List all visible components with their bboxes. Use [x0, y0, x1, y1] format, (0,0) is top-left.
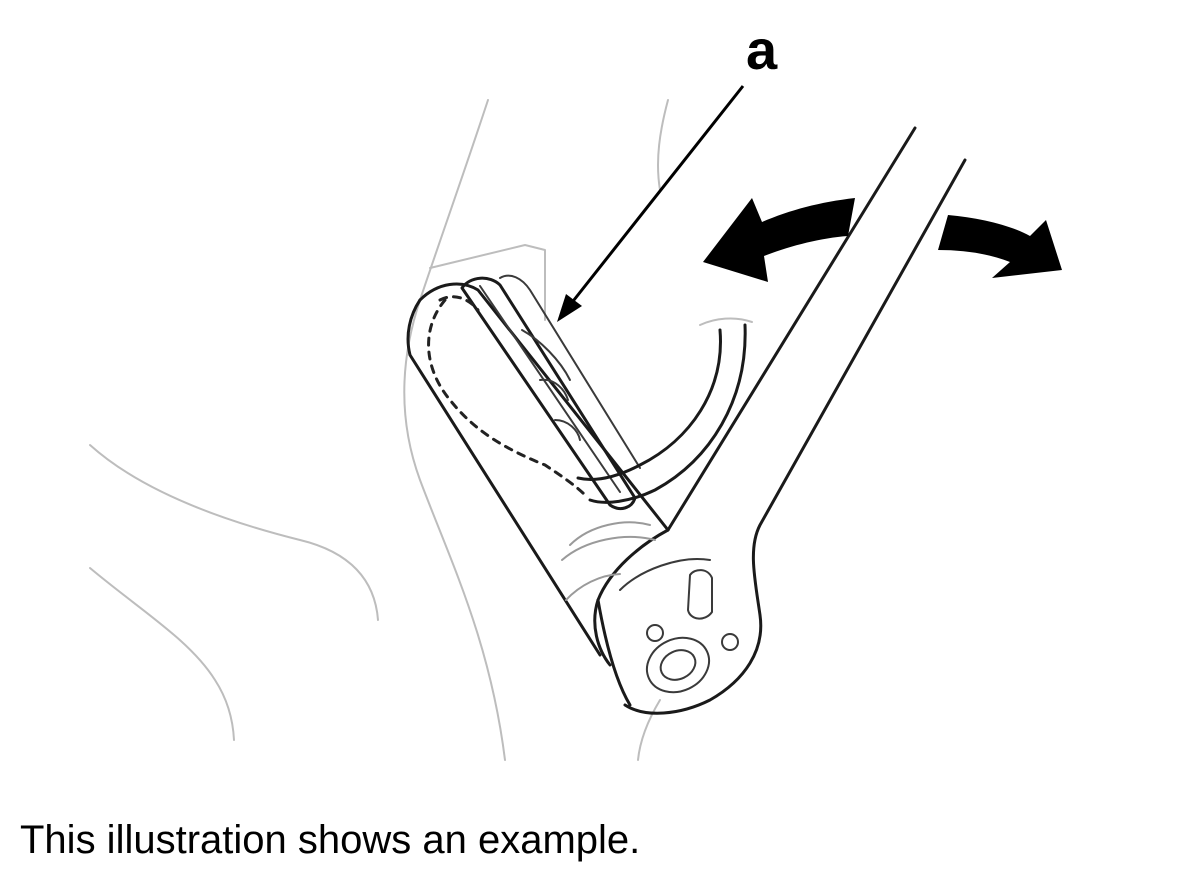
rotate-right-arrow-icon: [938, 215, 1062, 278]
body-panel-outline: [89, 99, 753, 761]
ratchet-wrench: [593, 126, 967, 715]
socket-extension: [406, 282, 670, 657]
illustration-caption: This illustration shows an example.: [20, 818, 641, 862]
cable-hose: [576, 323, 747, 504]
repair-illustration: [89, 85, 1062, 761]
callout-label-a: a: [746, 18, 778, 81]
rotate-left-arrow-icon: [703, 198, 855, 282]
leader-arrow-icon: [557, 85, 745, 322]
clip-fastener: [427, 274, 641, 510]
